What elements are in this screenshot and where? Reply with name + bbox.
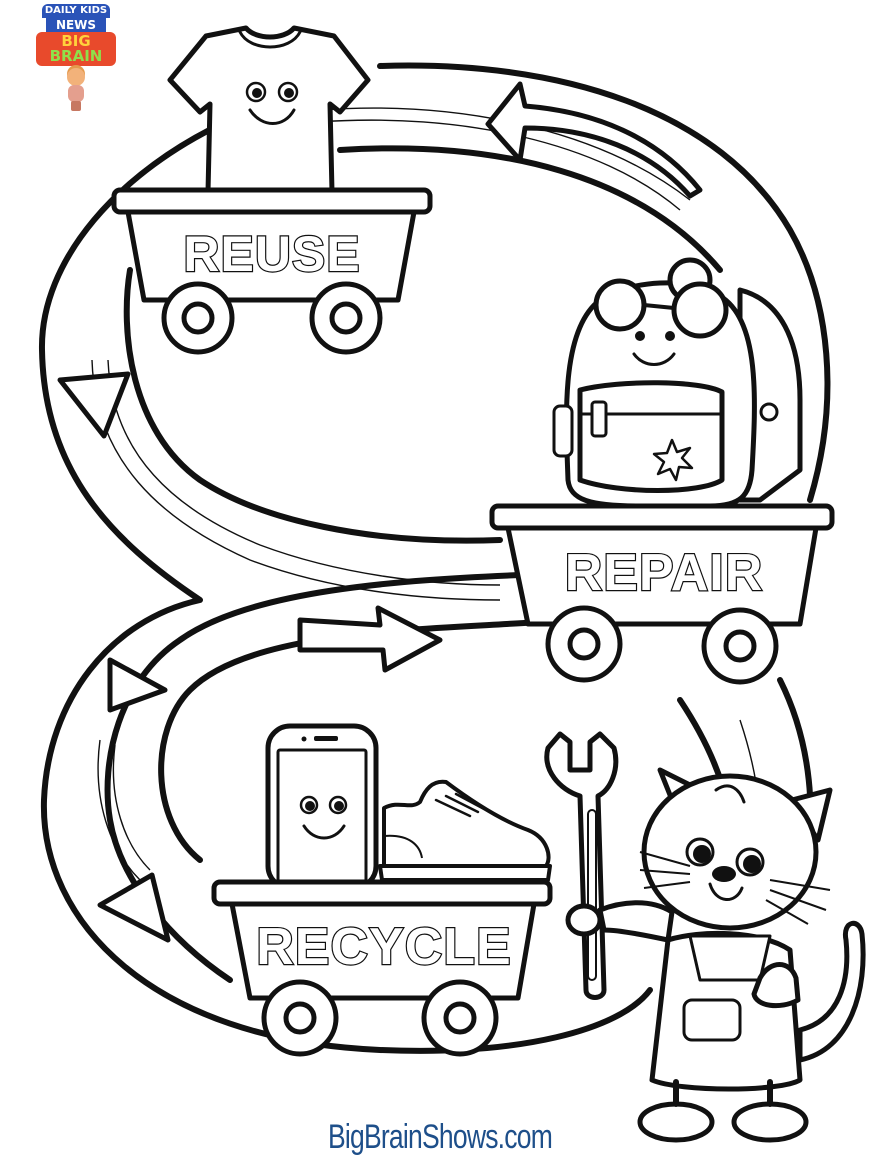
recycle-cart: RECYCLE: [211, 723, 553, 1057]
daily-kids-news-big-brain-logo: DAILY KIDS NEWS BIG BRAIN: [34, 4, 118, 111]
sneaker-icon: [378, 779, 552, 882]
logo-line-2: NEWS: [46, 18, 106, 32]
brain-mascot-icon: [64, 68, 88, 112]
repair-label: REPAIR: [565, 544, 764, 602]
reuse-label: REUSE: [183, 226, 360, 282]
logo-brain: BRAIN: [49, 47, 103, 65]
phone-icon: [265, 723, 379, 891]
recycle-label: RECYCLE: [256, 918, 511, 976]
logo-line-3: BIG BRAIN: [36, 32, 116, 66]
repair-cart: REPAIR: [489, 257, 835, 685]
wrench-icon: [544, 731, 619, 1000]
logo-big: BIG: [61, 32, 91, 50]
s-shaped-track: [38, 62, 831, 1054]
backpack-icon: [552, 257, 803, 509]
logo-line-1: DAILY KIDS: [42, 4, 110, 18]
reuse-cart: REUSE: [111, 25, 433, 355]
t-shirt-icon: [167, 25, 371, 195]
footer-website-url[interactable]: BigBrainShows.com: [327, 1118, 553, 1156]
cat-mechanic: [544, 731, 866, 1143]
